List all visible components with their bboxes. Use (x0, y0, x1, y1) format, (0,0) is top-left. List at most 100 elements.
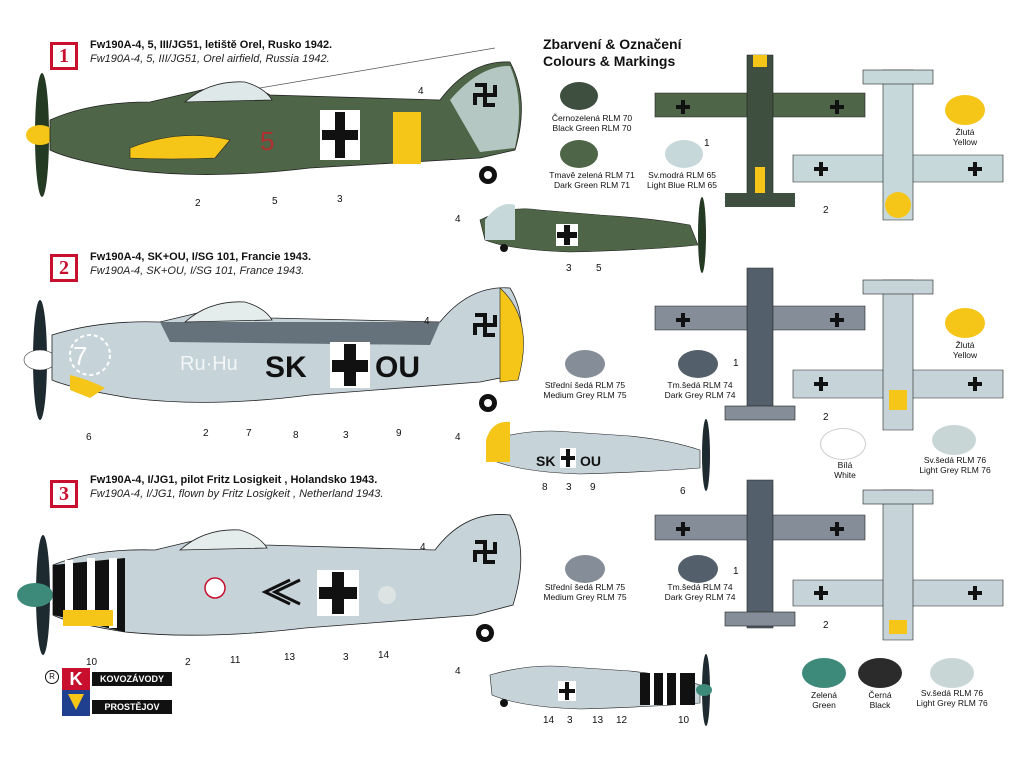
callout-p2-9: 9 (396, 428, 402, 439)
callout-p2s-3: 3 (566, 482, 572, 493)
swatch-rlm70 (560, 82, 598, 110)
callout-p3-10: 10 (86, 657, 98, 668)
callout-p3-4: 4 (420, 542, 426, 553)
registered-mark: R (45, 670, 59, 684)
scheme-badge-2: 2 (50, 254, 78, 282)
callout-v2-1: 1 (733, 358, 739, 369)
callout-p2-6: 6 (86, 432, 92, 443)
callout-p2-3: 3 (343, 430, 349, 441)
callout-p2s-6: 6 (680, 486, 686, 497)
swatch-yellow-1 (945, 95, 985, 125)
swatch-rlm74-3 (678, 555, 718, 583)
callout-p2-8: 8 (293, 430, 299, 441)
aircraft-small-profile-2: SK OU (486, 419, 710, 491)
swatch-green (802, 658, 846, 688)
callout-p2-2: 2 (203, 428, 209, 439)
swatch-white (820, 428, 866, 460)
swatch-rlm75-3 (565, 555, 605, 583)
callout-v3-1: 1 (733, 566, 739, 577)
svg-text:7: 7 (73, 341, 87, 371)
callout-p1-2: 2 (195, 198, 201, 209)
aircraft-small-profile-3 (489, 654, 712, 726)
swatch-yellow-2 (945, 308, 985, 338)
callout-v1-2: 2 (823, 205, 829, 216)
callout-p2s-9: 9 (590, 482, 596, 493)
aircraft-small-profile-1 (479, 197, 706, 273)
swatch-rlm76-3 (930, 658, 974, 688)
svg-text:SK: SK (536, 453, 555, 469)
callout-p3s-14: 14 (543, 715, 555, 726)
scheme-1-title-cz: Fw190A-4, 5, III/JG51, letiště Orel, Rus… (90, 39, 333, 51)
callout-v2-2: 2 (823, 412, 829, 423)
callout-p1-3: 3 (337, 194, 343, 205)
svg-text:OU: OU (580, 453, 601, 469)
callout-v1-1: 1 (704, 138, 710, 149)
scheme-badge-1: 1 (50, 42, 78, 70)
scheme-badge-3: 3 (50, 480, 78, 508)
callout-p2s-8: 8 (542, 482, 548, 493)
aircraft-top-view-3 (654, 479, 866, 629)
header-line1: Zbarvení & Označení (543, 36, 682, 52)
svg-text:OU: OU (375, 351, 420, 384)
swatch-rlm71 (560, 140, 598, 168)
callout-p3-2: 2 (185, 657, 191, 668)
callout-p1-5: 5 (272, 196, 278, 207)
scheme-3-title-en: Fw190A-4, I/JG1, flown by Fritz Losigkei… (90, 488, 384, 500)
swatch-rlm74-2 (678, 350, 718, 378)
aircraft-profile-3 (17, 514, 522, 655)
svg-text:Ru·Hu: Ru·Hu (180, 353, 238, 375)
callout-p3s-4: 4 (455, 666, 461, 677)
scheme-3-title-cz: Fw190A-4, I/JG1, pilot Fritz Losigkeit ,… (90, 474, 378, 486)
scheme-2-title-cz: Fw190A-4, SK+OU, I/SG 101, Francie 1943. (90, 251, 312, 263)
callout-p3s-12: 12 (616, 715, 628, 726)
aircraft-bottom-view-2 (792, 279, 1004, 431)
callout-p3-13: 13 (284, 652, 296, 663)
swatch-rlm76-2 (932, 425, 976, 455)
callout-p1s-4: 4 (455, 214, 461, 225)
aircraft-top-view-2 (654, 267, 866, 421)
aircraft-bottom-view-1 (792, 69, 1004, 221)
callout-p2s-4: 4 (455, 432, 461, 443)
callout-p3s-13: 13 (592, 715, 604, 726)
scheme-2-title-en: Fw190A-4, SK+OU, I/SG 101, France 1943. (90, 265, 305, 277)
callout-p2-7: 7 (246, 428, 252, 439)
callout-p1-4: 4 (418, 86, 424, 97)
callout-p3s-10: 10 (678, 715, 690, 726)
swatch-rlm65 (665, 140, 703, 168)
aircraft-profile-2: 7 Ru·Hu SK OU (23, 287, 524, 420)
callout-p3-11: 11 (230, 655, 241, 666)
callout-p3-14: 14 (378, 650, 390, 661)
aircraft-code-1: 5 (260, 126, 274, 156)
header-line2: Colours & Markings (543, 53, 676, 69)
aircraft-profile-1: 5 (26, 47, 522, 197)
scheme-1-title-en: Fw190A-4, 5, III/JG51, Orel airfield, Ru… (90, 53, 330, 65)
callout-p3-3: 3 (343, 652, 349, 663)
aircraft-code-2: SK (265, 351, 307, 384)
swatch-rlm75-2 (565, 350, 605, 378)
callout-p3s-3: 3 (567, 715, 573, 726)
callout-v3-2: 2 (823, 620, 829, 631)
logo-bottom-text: PROSTĚJOV (92, 700, 172, 714)
aircraft-top-view-1 (654, 54, 866, 207)
logo-top-text: KOVOZÁVODY (92, 672, 172, 686)
callout-p1s-3: 3 (566, 263, 572, 274)
aircraft-bottom-view-3 (792, 489, 1004, 641)
callout-p2-4: 4 (424, 316, 430, 327)
logo-emblem: K (62, 668, 90, 716)
swatch-black (858, 658, 902, 688)
callout-p1s-5: 5 (596, 263, 602, 274)
